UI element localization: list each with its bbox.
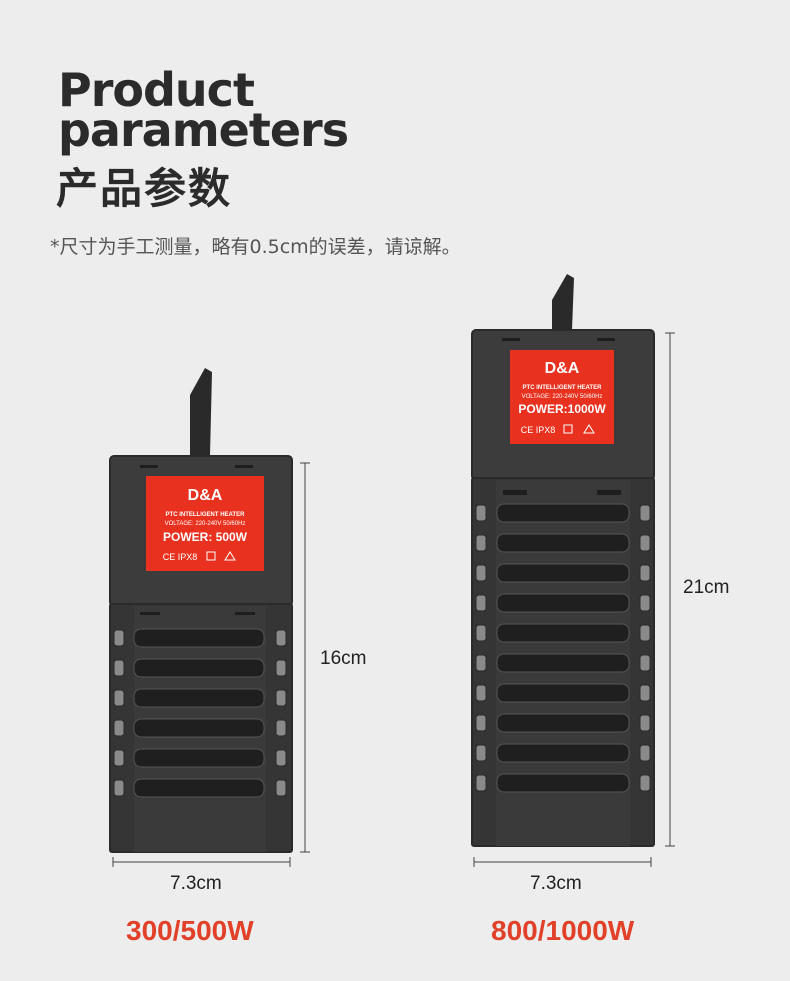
title-line-1: Product (58, 63, 255, 117)
suction-cups (475, 504, 651, 792)
title-line-2: parameters (58, 103, 349, 157)
label-cert: CE IPX8 (521, 425, 556, 435)
label-line-2: VOLTAGE: 220-240V 50/60Hz (522, 394, 603, 400)
label-cert: CE IPX8 (163, 552, 198, 562)
power-cable-icon (552, 274, 574, 330)
height-dimension-line (665, 332, 675, 847)
cert-square-icon (206, 551, 216, 561)
width-label-large: 7.3cm (530, 873, 582, 894)
page-title-english: Product parameters (58, 67, 349, 153)
label-line-2: VOLTAGE: 220-240V 50/60Hz (165, 521, 246, 527)
label-power: POWER:1000W (518, 402, 606, 416)
suction-cups (113, 629, 287, 797)
recycle-icon (224, 551, 236, 561)
wattage-large: 800/1000W (491, 915, 635, 946)
width-dimension-line (112, 857, 291, 867)
label-power: POWER: 500W (163, 530, 248, 544)
label-line-1: PTC INTELLIGENT HEATER (523, 385, 603, 391)
height-dimension-line (300, 462, 310, 853)
vent-slots (133, 628, 265, 798)
label-line-1: PTC INTELLIGENT HEATER (166, 512, 246, 518)
label-brand: D&A (188, 487, 223, 504)
label-brand: D&A (545, 360, 580, 377)
height-label-small: 16cm (320, 648, 367, 669)
wattage-small: 300/500W (126, 915, 254, 946)
width-dimension-line (473, 857, 652, 867)
page-title-chinese: 产品参数 (56, 164, 233, 213)
cert-square-icon (563, 424, 573, 434)
recycle-icon (583, 424, 595, 434)
spec-label (510, 350, 614, 444)
height-label-large: 21cm (683, 577, 730, 598)
vent-slots (496, 503, 630, 793)
power-cable-icon (190, 368, 212, 455)
measurement-note: *尺寸为手工测量，略有0.5cm的误差，请谅解。 (50, 236, 461, 258)
spec-label (146, 476, 264, 571)
width-label-small: 7.3cm (170, 873, 222, 894)
